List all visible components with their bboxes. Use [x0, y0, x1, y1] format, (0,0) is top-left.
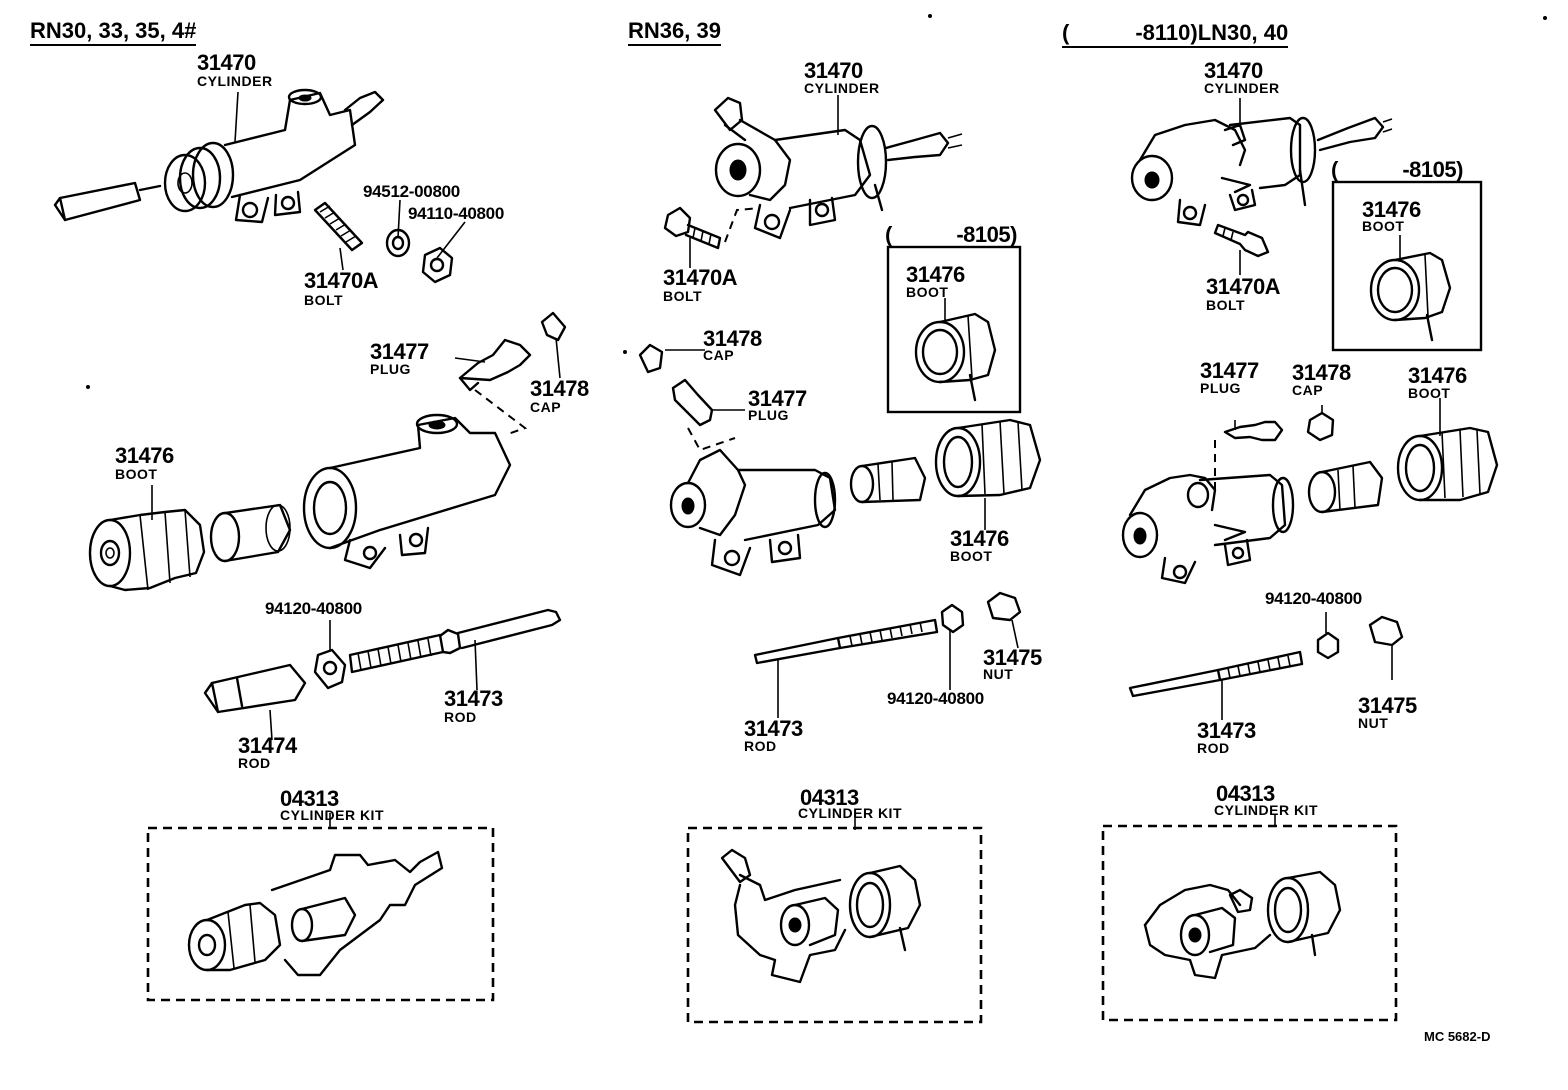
stray-dot	[86, 385, 90, 389]
col3-bolt-name: BOLT	[1206, 297, 1246, 313]
col1-rod2-name: ROD	[238, 755, 271, 771]
col3-kit-partno: 04313	[1216, 781, 1275, 806]
stray-dot	[623, 350, 627, 354]
col2-cylinder-name: CYLINDER	[804, 80, 880, 96]
col2-boot-b-partno: 31476	[950, 526, 1009, 551]
col3-nut-name: NUT	[1358, 715, 1389, 731]
col1-boot-name: BOOT	[115, 466, 158, 482]
col1-cylinder-name: CYLINDER	[197, 73, 273, 89]
col3-boot-range: ( -8105)	[1331, 157, 1463, 182]
col3-cylinder-partno: 31470	[1204, 58, 1263, 83]
col3-boot-b-partno: 31476	[1408, 363, 1467, 388]
col3-cap-partno: 31478	[1292, 360, 1351, 385]
col1-cylinder-partno: 31470	[197, 50, 256, 75]
col1-kit-box	[146, 813, 495, 1002]
col1-exploded-parts	[88, 311, 567, 592]
col1-bolt-partno: 31470A	[304, 268, 379, 293]
col3-kit-box	[1101, 815, 1398, 1022]
col2-bolt-partno: 31470A	[663, 265, 738, 290]
col2-boot-a-name: BOOT	[906, 284, 949, 300]
col2-boot-b-name: BOOT	[950, 548, 993, 564]
col3-boot-box-8105	[1331, 180, 1483, 352]
col3-rod-nut	[1128, 612, 1404, 720]
col1-washer-partno: 94512-00800	[363, 182, 460, 201]
col2-boot-range: ( -8105)	[885, 222, 1017, 247]
col2-cap-name: CAP	[703, 347, 735, 363]
col1-boot-partno: 31476	[115, 443, 174, 468]
col3-kit-name: CYLINDER KIT	[1214, 802, 1318, 818]
col1-bolt-name: BOLT	[304, 292, 344, 308]
col1-cap-partno: 31478	[530, 376, 589, 401]
col1-nut2-partno: 94120-40800	[265, 599, 362, 618]
col2-plug-partno: 31477	[748, 386, 807, 411]
col3-cap-name: CAP	[1292, 382, 1324, 398]
col3-bolt-partno: 31470A	[1206, 274, 1281, 299]
col2-exploded-parts	[638, 343, 1042, 577]
col1-rod2-partno: 31474	[238, 733, 297, 758]
col1-rod-partno: 31473	[444, 686, 503, 711]
figure-code: MC 5682-D	[1424, 1029, 1491, 1044]
col1-plug-partno: 31477	[370, 339, 429, 364]
col2-boot-a-partno: 31476	[906, 262, 965, 287]
col3-plug-partno: 31477	[1200, 358, 1259, 383]
col1-kit-partno: 04313	[280, 786, 339, 811]
col2-cylinder-assembly	[663, 95, 963, 268]
col2-bolt-name: BOLT	[663, 288, 703, 304]
col2-rod-name: ROD	[744, 738, 777, 754]
col3-boot-b-name: BOOT	[1408, 385, 1451, 401]
col1-rod-parts	[203, 608, 562, 741]
col3-exploded-parts	[1121, 398, 1499, 585]
col3-cylinder-assembly	[1130, 98, 1393, 275]
col2-nut-partno: 31475	[983, 645, 1042, 670]
col3-plug-name: PLUG	[1200, 380, 1241, 396]
col2-nut-name: NUT	[983, 666, 1014, 682]
col2-kit-partno: 04313	[800, 785, 859, 810]
col1-plug-name: PLUG	[370, 361, 411, 377]
col1-kit-name: CYLINDER KIT	[280, 807, 384, 823]
header-col1: RN30, 33, 35, 4#	[30, 20, 197, 46]
col1-nut-partno: 94110-40800	[408, 204, 504, 223]
col2-boot-box-8105	[886, 245, 1022, 414]
col2-plug-name: PLUG	[748, 407, 789, 423]
col2-nut2-partno: 94120-40800	[887, 689, 984, 708]
col3-nut2-partno: 94120-40800	[1265, 589, 1362, 608]
col3-rod-name: ROD	[1197, 740, 1230, 756]
col3-nut-partno: 31475	[1358, 693, 1417, 718]
col2-kit-name: CYLINDER KIT	[798, 805, 902, 821]
col2-rod-nut	[753, 591, 1022, 718]
header-col2: RN36, 39	[628, 20, 721, 46]
header-col3: ( -8110)LN30, 40	[1062, 22, 1289, 48]
col1-rod-name: ROD	[444, 709, 477, 725]
col2-cylinder-partno: 31470	[804, 58, 863, 83]
col1-cylinder-assembly	[53, 88, 385, 224]
col3-rod-partno: 31473	[1197, 718, 1256, 743]
col3-boot-a-name: BOOT	[1362, 218, 1405, 234]
col2-rod-partno: 31473	[744, 716, 803, 741]
col3-cylinder-name: CYLINDER	[1204, 80, 1280, 96]
col1-bolt-washer-nut	[234, 91, 466, 284]
stray-dot	[1543, 16, 1547, 20]
col3-boot-a-partno: 31476	[1362, 197, 1421, 222]
stray-dot	[928, 14, 932, 18]
col2-cap-partno: 31478	[703, 326, 762, 351]
col2-kit-box	[686, 818, 983, 1024]
col1-cap-name: CAP	[530, 399, 562, 415]
